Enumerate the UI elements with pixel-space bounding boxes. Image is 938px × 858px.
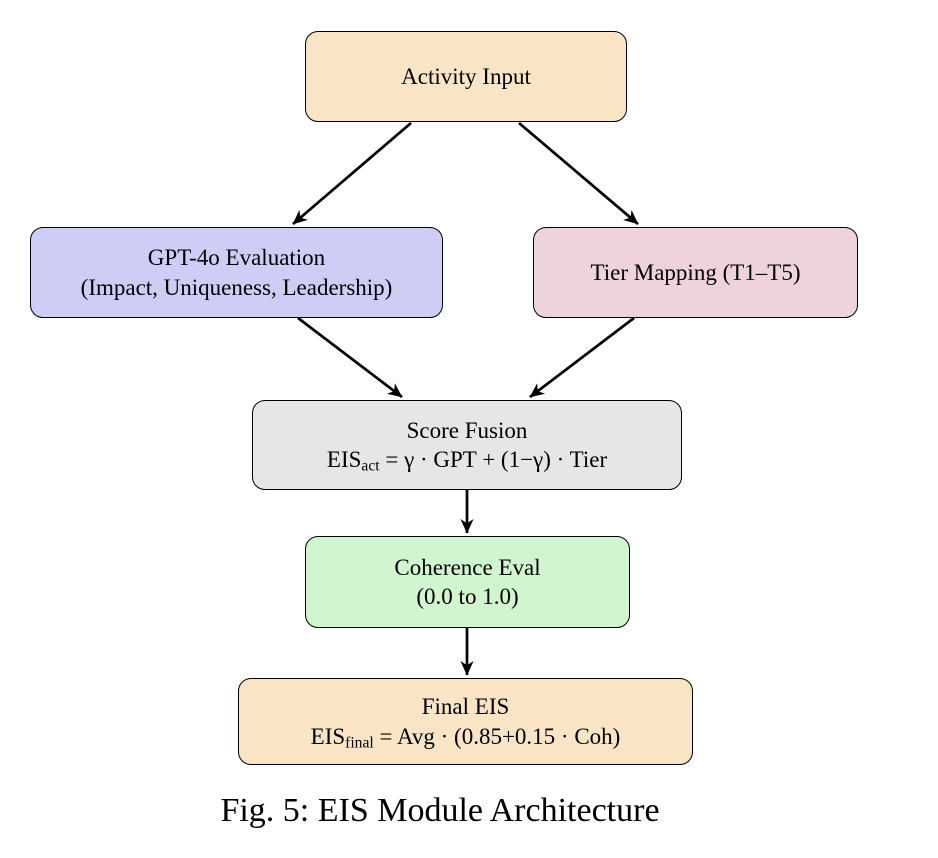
edge-activity-to-gpt — [292, 121, 412, 226]
tier-mapping-label: Tier Mapping (T1–T5) — [590, 259, 801, 285]
edge-tier-to-fusion — [529, 316, 635, 399]
score-fusion-formula-base: EIS — [326, 447, 362, 472]
gpt-evaluation-title: GPT-4o Evaluation — [147, 245, 326, 271]
final-eis-formula-subscript: final — [345, 733, 374, 751]
coherence-eval-title: Coherence Eval — [394, 554, 541, 580]
edge-activity-to-tier — [518, 121, 639, 226]
node-activity-input: Activity Input — [305, 31, 627, 122]
final-eis-title: Final EIS — [421, 694, 510, 720]
figure-caption: Fig. 5: EIS Module Architecture — [220, 792, 660, 829]
coherence-eval-range: (0.0 to 1.0) — [416, 584, 519, 609]
node-gpt-evaluation: GPT-4o Evaluation (Impact, Uniqueness, L… — [30, 227, 443, 318]
score-fusion-formula-expression: = γ · GPT + (1−γ) · Tier — [379, 447, 608, 472]
node-coherence-eval: Coherence Eval (0.0 to 1.0) — [305, 536, 630, 628]
score-fusion-formula-subscript: act — [361, 457, 380, 475]
edge-gpt-to-fusion — [297, 316, 403, 399]
node-score-fusion: Score Fusion EISact = γ · GPT + (1−γ) · … — [252, 400, 682, 490]
node-tier-mapping: Tier Mapping (T1–T5) — [533, 227, 858, 318]
final-eis-formula-expression: = Avg · (0.85+0.15 · Coh) — [373, 723, 621, 749]
final-eis-formula-base: EIS — [310, 723, 346, 749]
gpt-evaluation-criteria: (Impact, Uniqueness, Leadership) — [80, 274, 393, 300]
score-fusion-title: Score Fusion — [406, 417, 528, 443]
node-final-eis: Final EIS EISfinal = Avg · (0.85+0.15 · … — [238, 678, 693, 765]
score-fusion-formula: EISact = γ · GPT + (1−γ) · Tier — [327, 445, 607, 474]
activity-input-label: Activity Input — [401, 63, 531, 89]
final-eis-formula: EISfinal = Avg · (0.85+0.15 · Coh) — [311, 722, 621, 751]
